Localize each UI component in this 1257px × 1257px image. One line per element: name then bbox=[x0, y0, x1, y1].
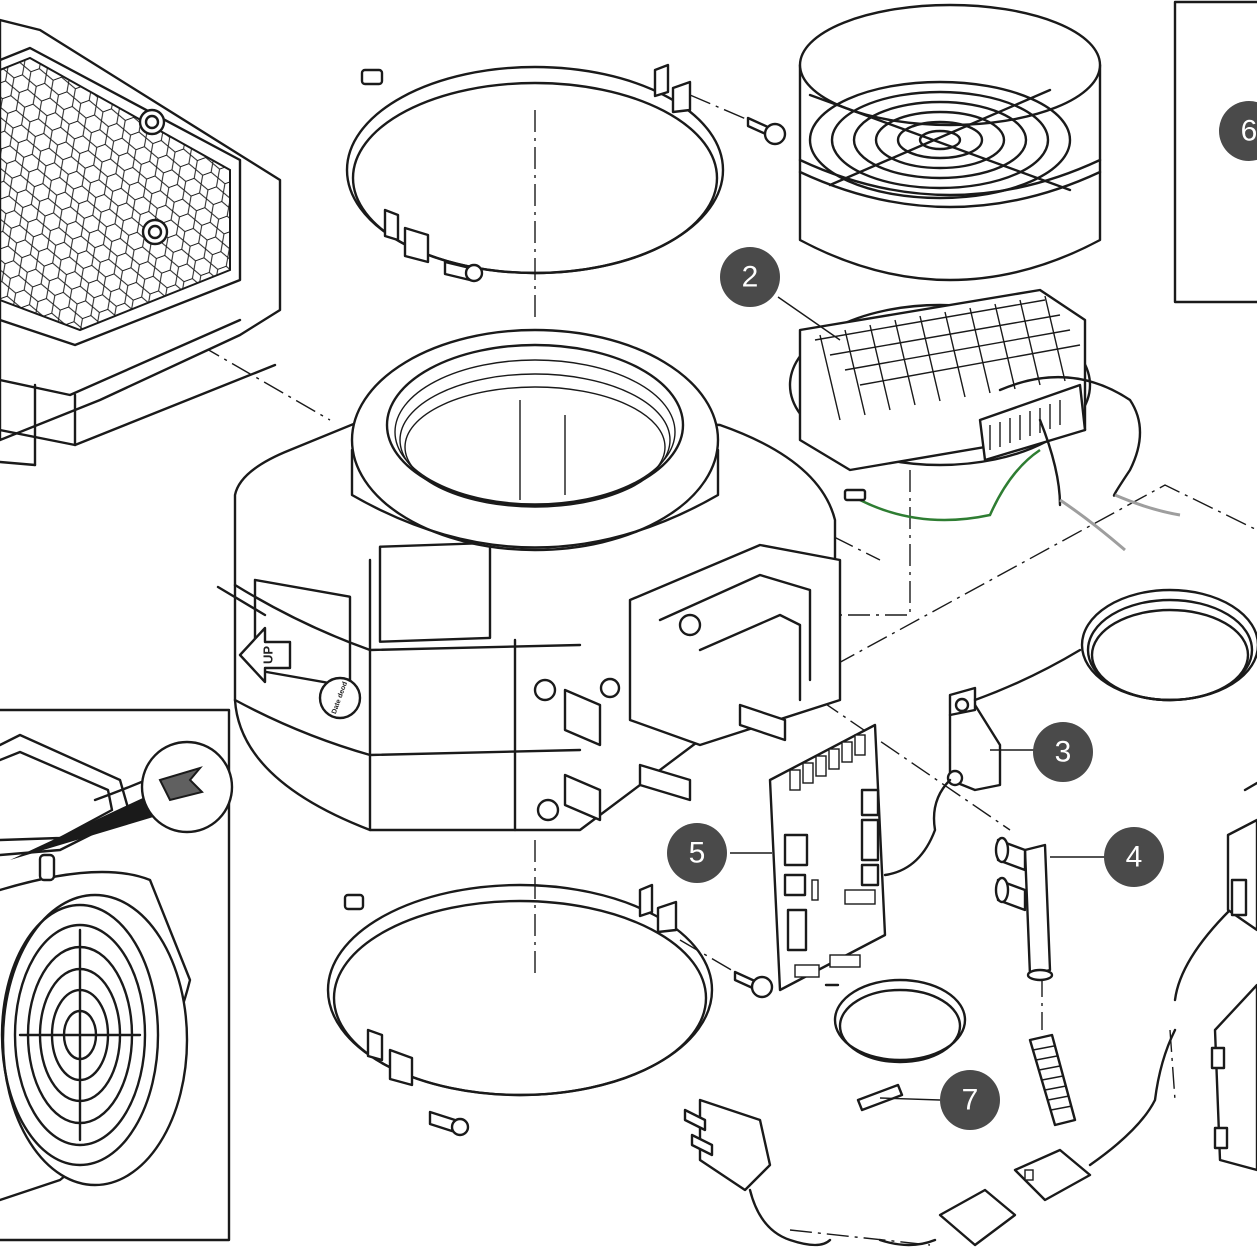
callout-4-label: 4 bbox=[1126, 841, 1143, 874]
pressure-sensor bbox=[883, 588, 1257, 877]
coiled-cable-sensor bbox=[1080, 588, 1257, 702]
control-circuit-board bbox=[768, 723, 887, 992]
upper-clamp-ring bbox=[345, 63, 725, 283]
main-housing: UP Date deod bbox=[216, 328, 842, 832]
corrugated-hose bbox=[1032, 1045, 1073, 1111]
heater-fins bbox=[819, 295, 1066, 421]
up-arrow-text: UP bbox=[261, 646, 276, 664]
callout-3: 3 bbox=[1033, 722, 1093, 782]
callout-2-label: 2 bbox=[742, 261, 759, 294]
callout-5-circle bbox=[667, 823, 727, 883]
callout-3-circle bbox=[1033, 722, 1093, 782]
callout-2: 2 bbox=[720, 247, 780, 307]
pcb-connectors-top bbox=[789, 734, 866, 791]
callout-4: 4 bbox=[1104, 827, 1164, 887]
iec-power-connectors bbox=[938, 893, 1257, 1247]
heater-element bbox=[788, 288, 1181, 552]
screw-top bbox=[746, 116, 787, 146]
callout-7: 7 bbox=[940, 1070, 1000, 1130]
lower-clamp-ring bbox=[326, 883, 714, 1137]
callout-4-circle bbox=[1104, 827, 1164, 887]
grille-rings bbox=[808, 80, 1072, 200]
callout-2-circle bbox=[720, 247, 780, 307]
callout-6-circle bbox=[1219, 101, 1257, 161]
callout-5: 5 bbox=[667, 823, 727, 883]
power-plug bbox=[683, 1098, 937, 1247]
callout-badges: 2 3 4 5 6 7 bbox=[667, 101, 1257, 1130]
drain-t-connector bbox=[994, 836, 1077, 1127]
callout-7-circle bbox=[940, 1070, 1000, 1130]
detail-inset bbox=[0, 708, 234, 1242]
detail-inset-top-right bbox=[1173, 0, 1257, 304]
filter-cassette bbox=[0, 18, 282, 467]
screw-lower bbox=[733, 970, 774, 999]
callout-5-label: 5 bbox=[689, 837, 706, 870]
fan-grille-cylinder bbox=[798, 3, 1102, 282]
date-sticker: Date deod bbox=[318, 676, 362, 720]
housing-inlet-ring bbox=[350, 328, 720, 552]
temperature-probe bbox=[824, 978, 967, 1112]
inset-grille-rings bbox=[13, 923, 147, 1147]
housing-side-frame bbox=[533, 543, 842, 822]
callout-7-label: 7 bbox=[962, 1084, 979, 1117]
callout-6-label: 6 bbox=[1241, 115, 1257, 148]
callout-leaders bbox=[730, 296, 1105, 1101]
terminal-block bbox=[989, 400, 1061, 450]
up-arrow-label: UP bbox=[238, 626, 292, 684]
partial-housing-right bbox=[1210, 781, 1257, 1172]
callout-6: 6 bbox=[1219, 101, 1257, 161]
callout-3-label: 3 bbox=[1055, 736, 1072, 769]
